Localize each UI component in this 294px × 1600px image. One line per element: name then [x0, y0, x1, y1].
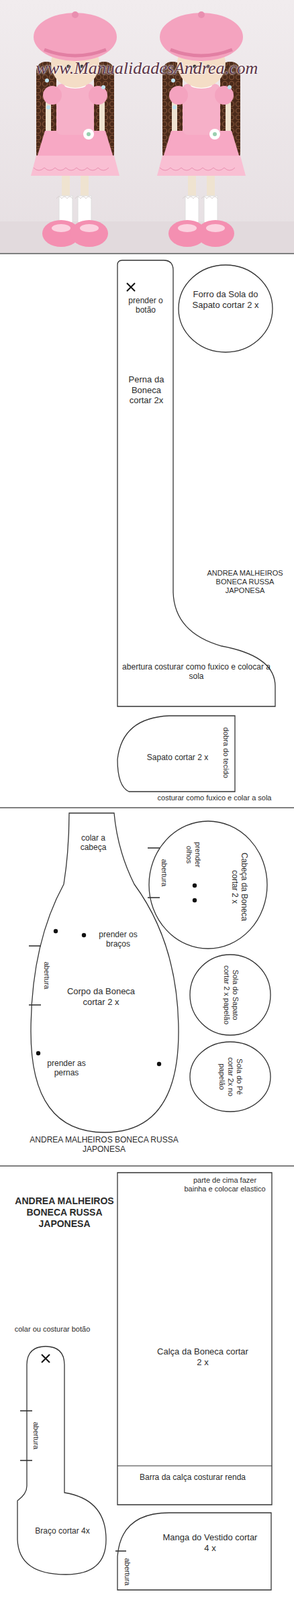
pattern-note: Calça da Boneca cortar 2 x: [155, 1347, 250, 1368]
author-credit: ANDREA MALHEIROS BONECA RUSSA JAPONESA: [204, 569, 286, 597]
pattern-note: prender olhos: [184, 835, 203, 876]
pattern-note: Braço cortar 4x: [32, 1527, 93, 1537]
pattern-piece: Sapato cortar 2 xdobra do tecido costurar…: [115, 712, 289, 806]
pattern-note: Perna da Boneca cortar 2x: [119, 374, 174, 407]
piece-outline: [117, 716, 235, 793]
piece-outline: [189, 955, 271, 1036]
pattern-note: abertura: [30, 1415, 40, 1458]
piece-outline: [149, 821, 268, 950]
pattern-note: Manga do Vestido cortar 4 x: [159, 1533, 261, 1554]
pattern-note: Corpo da Boneca cortar 2 x: [62, 986, 140, 1008]
pattern-piece: parte de cima fazer bainha e colocar ela…: [115, 1171, 274, 1509]
cut-mark: [28, 946, 41, 948]
attach-dot: [36, 1051, 41, 1056]
pattern-piece: abertura prender olhos Cabeça da Boneca co…: [147, 820, 269, 951]
attach-dot: [81, 933, 86, 938]
piece-shape: [115, 1171, 274, 1509]
watermark: www.ManualidadesAndrea.com: [9, 57, 285, 79]
pattern-note: colar ou costurar botão: [12, 1325, 93, 1335]
author-credit: ANDREA MALHEIROS BONECA RUSSA JAPONESA: [14, 1196, 115, 1230]
pattern-note: colar a cabeça: [73, 833, 114, 854]
cut-mark: [117, 1466, 272, 1468]
attach-dot: [192, 884, 197, 889]
pattern-note: costurar como fuxico e colar a sola: [142, 794, 287, 803]
pattern-piece: Forro da Sola do Sapato cortar 2 x: [177, 263, 274, 354]
pattern-note: prender as pernas: [42, 1059, 91, 1079]
attach-dot: [53, 929, 58, 934]
author-credit: ANDREA MALHEIROS BONECA RUSSA JAPONESA: [26, 1135, 182, 1156]
piece-outline: [189, 1042, 271, 1113]
cut-mark: [20, 1411, 33, 1413]
pattern-note: Forro da Sola do Sapato cortar 2 x: [190, 289, 261, 311]
pattern-note: prender o botão: [119, 296, 172, 316]
cut-mark: [147, 848, 160, 850]
cut-mark: [147, 898, 160, 899]
piece-outline: [17, 1347, 107, 1576]
piece-outline: [117, 1513, 272, 1591]
cut-mark: [20, 1461, 33, 1462]
pattern-note: abertura: [41, 952, 51, 1000]
pattern-piece: abertura Manga do Vestido cortar 4 x: [115, 1510, 274, 1595]
piece-outline: [117, 260, 276, 707]
cut-mark: [115, 1551, 127, 1553]
pattern-note: Sola do Pé cortar 2x no papelão: [216, 1050, 244, 1105]
piece-shape: [12, 1325, 113, 1581]
pattern-note: parte de cima fazer bainha e colocar ela…: [181, 1176, 269, 1195]
pattern-note: abertura: [159, 853, 168, 894]
pattern-piece: Sola do Sapato cortar 2 x papelão: [187, 953, 273, 1038]
pattern-note: Sola do Sapato cortar 2 x papelão: [222, 965, 240, 1026]
pattern-piece: colar ou costurar botão aberturaBraço cor…: [12, 1325, 113, 1581]
pattern-note: Sapato cortar 2 x: [138, 753, 217, 763]
attach-dot: [157, 1062, 162, 1067]
piece-outline: [178, 265, 273, 353]
cut-mark: [28, 1005, 41, 1007]
pattern-note: Barra da calça costurar renda: [135, 1473, 250, 1483]
pattern-note: dobra do tecido: [220, 719, 230, 787]
pattern-note: abertura costurar como fuxico e colocar …: [120, 662, 272, 682]
piece-shape: [115, 1510, 274, 1595]
piece-outline: [117, 1173, 272, 1506]
pattern-note: abertura: [122, 1555, 131, 1590]
button-mark: [41, 1355, 50, 1364]
attach-dot: [192, 898, 197, 903]
pattern-note: Cabeça da Boneca cortar 2 x: [230, 849, 250, 925]
button-mark: [126, 283, 135, 292]
pattern-note: prender os braços: [91, 930, 145, 950]
pattern-piece: Sola do Pé cortar 2x no papelão: [187, 1040, 273, 1115]
